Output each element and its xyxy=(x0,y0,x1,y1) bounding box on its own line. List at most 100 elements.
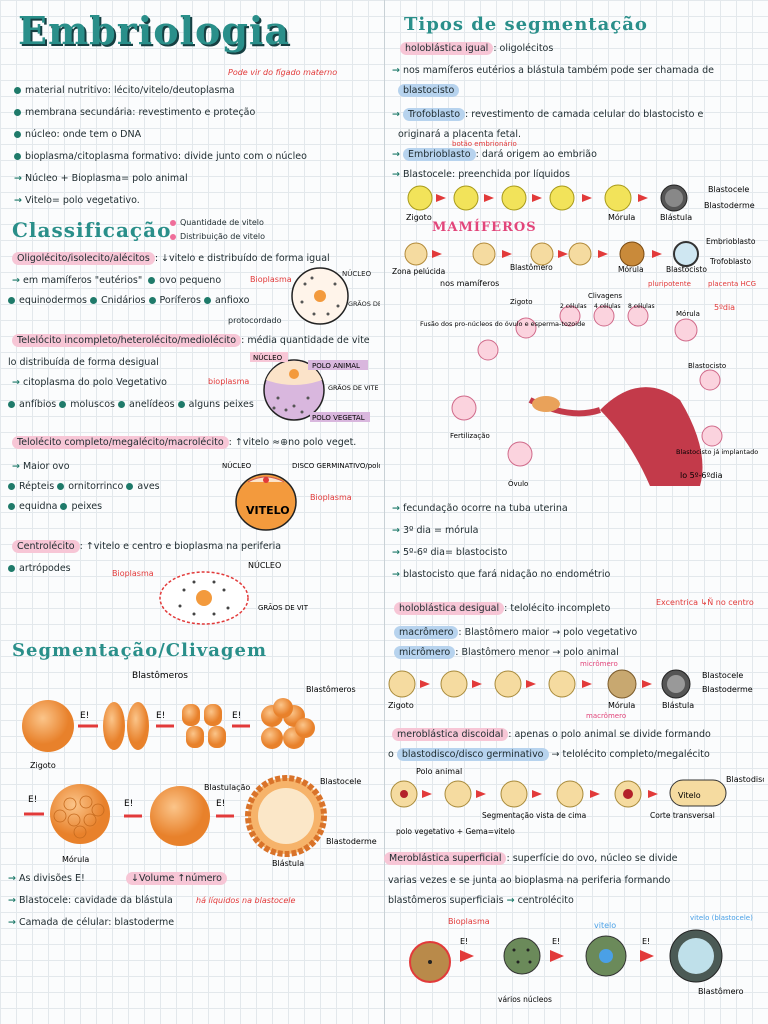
hetero-nucleo-label: NÚCLEO xyxy=(253,353,283,362)
mam-trofoblasto-label: Trofoblasto xyxy=(709,257,752,266)
d-ovulo-label: Óvulo xyxy=(508,479,528,488)
meroblastica-superficial-sequence: Bioplasma vitelo vitelo (blastocele) vár… xyxy=(409,914,753,1004)
mero-superficial-line3: blastômeros superficiais →centrolécito xyxy=(388,895,574,906)
list-item: →Núcleo + Bioplasma= polo animal xyxy=(14,172,188,185)
d-c8-label: 8 células xyxy=(628,303,655,310)
list-item-text: Vitelo= polo vegetativo. xyxy=(24,195,140,206)
ms-e-label-2: E! xyxy=(552,937,560,946)
arrow-icon: → xyxy=(8,895,16,906)
centrolecito-egg-diagram: Bioplasma NÚCLEO GRÃOS DE VITELO xyxy=(112,559,308,625)
list-item: →Camada de célular: blastoderme xyxy=(8,916,174,929)
mam-embrioblasto-label: Embrioblasto xyxy=(706,237,756,246)
s1-zigoto-label: Zigoto xyxy=(406,213,432,222)
list-item-text: núcleo: onde tem o DNA xyxy=(25,129,142,140)
mam-blastocisto-label: Blastocisto xyxy=(666,265,707,274)
mam-nos-label: nos mamíferos xyxy=(440,279,499,288)
d-clivagens-label: Clivagens xyxy=(588,292,622,300)
hd-micromero-label: micrômero xyxy=(580,660,618,668)
telo-comp-line1: →Maior ovo xyxy=(12,461,70,472)
seg-zigoto-label: Zigoto xyxy=(30,761,56,770)
oligo-bioplasma-label: Bioplasma xyxy=(250,275,292,284)
d-dia5-label: 5ºdia xyxy=(714,303,735,312)
list-item-text: blastocisto que fará nidação no endométr… xyxy=(402,569,611,580)
embrioblasto-line: →Embrioblasto: dará origem ao embrião xyxy=(392,148,597,161)
centro-bioplasma-label: Bioplasma xyxy=(112,569,154,578)
hetero-graos-label: GRÃOS DE VITELO xyxy=(328,383,378,392)
oligo-items: equinodermos Cnidários Poríferos anfioxo xyxy=(8,294,249,307)
ms-bioplasma-label: Bioplasma xyxy=(448,917,490,926)
holo-desigual-heading: holoblástica desigual: telolécito incomp… xyxy=(394,602,610,615)
ms-blastomero-label: Blastômero xyxy=(698,986,744,996)
list-item: →blastocisto que fará nidação no endomét… xyxy=(392,568,610,581)
hd-blastocele-label: Blastocele xyxy=(702,671,743,680)
seg-e-label-2: E! xyxy=(156,711,165,721)
d-fusao-label: Fusão dos pro-núcleos do óvulo e esperma… xyxy=(420,320,585,328)
oligo-graos-label: GRÃOS DE VITELO xyxy=(348,299,380,308)
list-item: núcleo: onde tem o DNA xyxy=(14,128,141,141)
liquid-note: há líquidos na blastocele xyxy=(196,896,296,905)
s1-blastocele-label: Blastocele xyxy=(708,185,749,194)
mam-placenta-label: placenta HCG xyxy=(708,280,756,288)
blastocele-line: →Blastocele: preenchida por líquidos xyxy=(392,169,570,180)
ms-vitelo-blastocele-label: vitelo (blastocele) xyxy=(690,914,753,922)
excentrica-note: Excentrica ↳Ñ no centro xyxy=(656,598,754,607)
md-polo-animal-label: Polo animal xyxy=(416,767,462,776)
trofoblasto-line: →Trofoblasto: revestimento de camada cel… xyxy=(392,108,704,121)
s1-blastula-label: Blástula xyxy=(660,213,692,222)
seg-e-label-4: E! xyxy=(28,795,37,805)
seg-e-label-5: E! xyxy=(124,799,133,809)
mero-discoidal-heading: meroblástica discoidal: apenas o polo an… xyxy=(392,728,711,741)
mero-discoidal-line2: o blastodisco/disco germinativo → telolé… xyxy=(388,748,710,761)
arrow-icon: → xyxy=(392,569,400,580)
seg-blastocele-label: Blastocele xyxy=(320,777,361,786)
d-implant-days-label: lo 5º-6ºdia xyxy=(680,471,723,480)
hd-morula-label: Mórula xyxy=(608,700,635,710)
s1-blastoderme-label: Blastoderme xyxy=(704,201,755,210)
arrow-icon: → xyxy=(14,195,22,206)
list-item: →5º-6º dia= blastocisto xyxy=(392,546,507,559)
centro-nucleo-label: NÚCLEO xyxy=(248,559,281,570)
md-vitelo-label: Vitelo xyxy=(678,791,701,800)
mero-superficial-heading: Meroblástica superficial: superfície do … xyxy=(384,852,678,865)
list-item-text: Camada de célular: blastoderme xyxy=(18,917,175,928)
list-item: bioplasma/citoplasma formativo: divide j… xyxy=(14,150,307,163)
tipos-title: Tipos de segmentação xyxy=(404,14,648,35)
mega-bioplasma-label: Bioplasma xyxy=(310,493,352,502)
list-item: membrana secundária: revestimento e prot… xyxy=(14,106,255,119)
d-implantado-label: Blastocisto já implantado xyxy=(676,448,758,456)
d-c2-label: 2 células xyxy=(560,303,587,310)
ms-e-label-1: E! xyxy=(460,937,468,946)
bullet-icon xyxy=(14,153,21,160)
centro-graos-label: GRÃOS DE VITELO xyxy=(258,603,308,612)
centro-items: artrópodes xyxy=(8,562,71,575)
oligolecito-egg-diagram: Bioplasma NÚCLEO GRÃOS DE VITELO xyxy=(250,267,380,325)
holoblastica-desigual-sequence: Zigoto Mórula Blástula Blastocele Blasto… xyxy=(388,660,753,720)
list-item-text: membrana secundária: revestimento e prot… xyxy=(25,107,256,118)
d-zigoto-label: Zigoto xyxy=(510,298,533,306)
telo-inc-desc2: lo distribuída de forma desigual xyxy=(8,357,159,368)
hetero-bioplasma-label: bioplasma xyxy=(208,377,249,386)
list-item: →Blastocele: cavidade da blástula xyxy=(8,894,173,907)
hd-macromero-label: macrômero xyxy=(586,712,626,720)
mam-zona-label: Zona pelúcida xyxy=(392,267,445,276)
holo-igual-line1b: blastocisto xyxy=(398,84,460,97)
mega-disco-label: DISCO GERMINATIVO/polo animal xyxy=(292,462,380,470)
seg-blastula-label: Blástula xyxy=(272,859,304,868)
zigoto-cell xyxy=(22,700,74,752)
list-item-text: Núcleo + Bioplasma= polo animal xyxy=(24,173,188,184)
seg-blastulacao-label: Blastulação xyxy=(204,783,250,792)
oligo-nucleo-label: NÚCLEO xyxy=(342,269,372,278)
list-item-text: As divisões E! xyxy=(18,873,85,884)
column-divider xyxy=(384,0,385,1024)
macromero-line: macrômero: Blastômero maior → polo veget… xyxy=(394,626,637,639)
ms-varios-label: vários núcleos xyxy=(498,995,552,1004)
list-item-text: fecundação ocorre na tuba uterina xyxy=(402,503,568,514)
seg-blastomeros-label: Blastômeros xyxy=(306,684,356,694)
bullet-icon xyxy=(14,87,21,94)
mam-morula-label: Mórula xyxy=(618,265,644,274)
segmentacao-title: Segmentação/Clivagem xyxy=(12,640,268,661)
seg-e-label-3: E! xyxy=(232,711,241,721)
bullet-icon xyxy=(14,131,21,138)
megalecito-egg-diagram: NÚCLEO DISCO GERMINATIVO/polo animal Bio… xyxy=(222,461,380,531)
centro-heading: Centrolécito: ↑vitelo e centro e bioplas… xyxy=(12,540,281,553)
